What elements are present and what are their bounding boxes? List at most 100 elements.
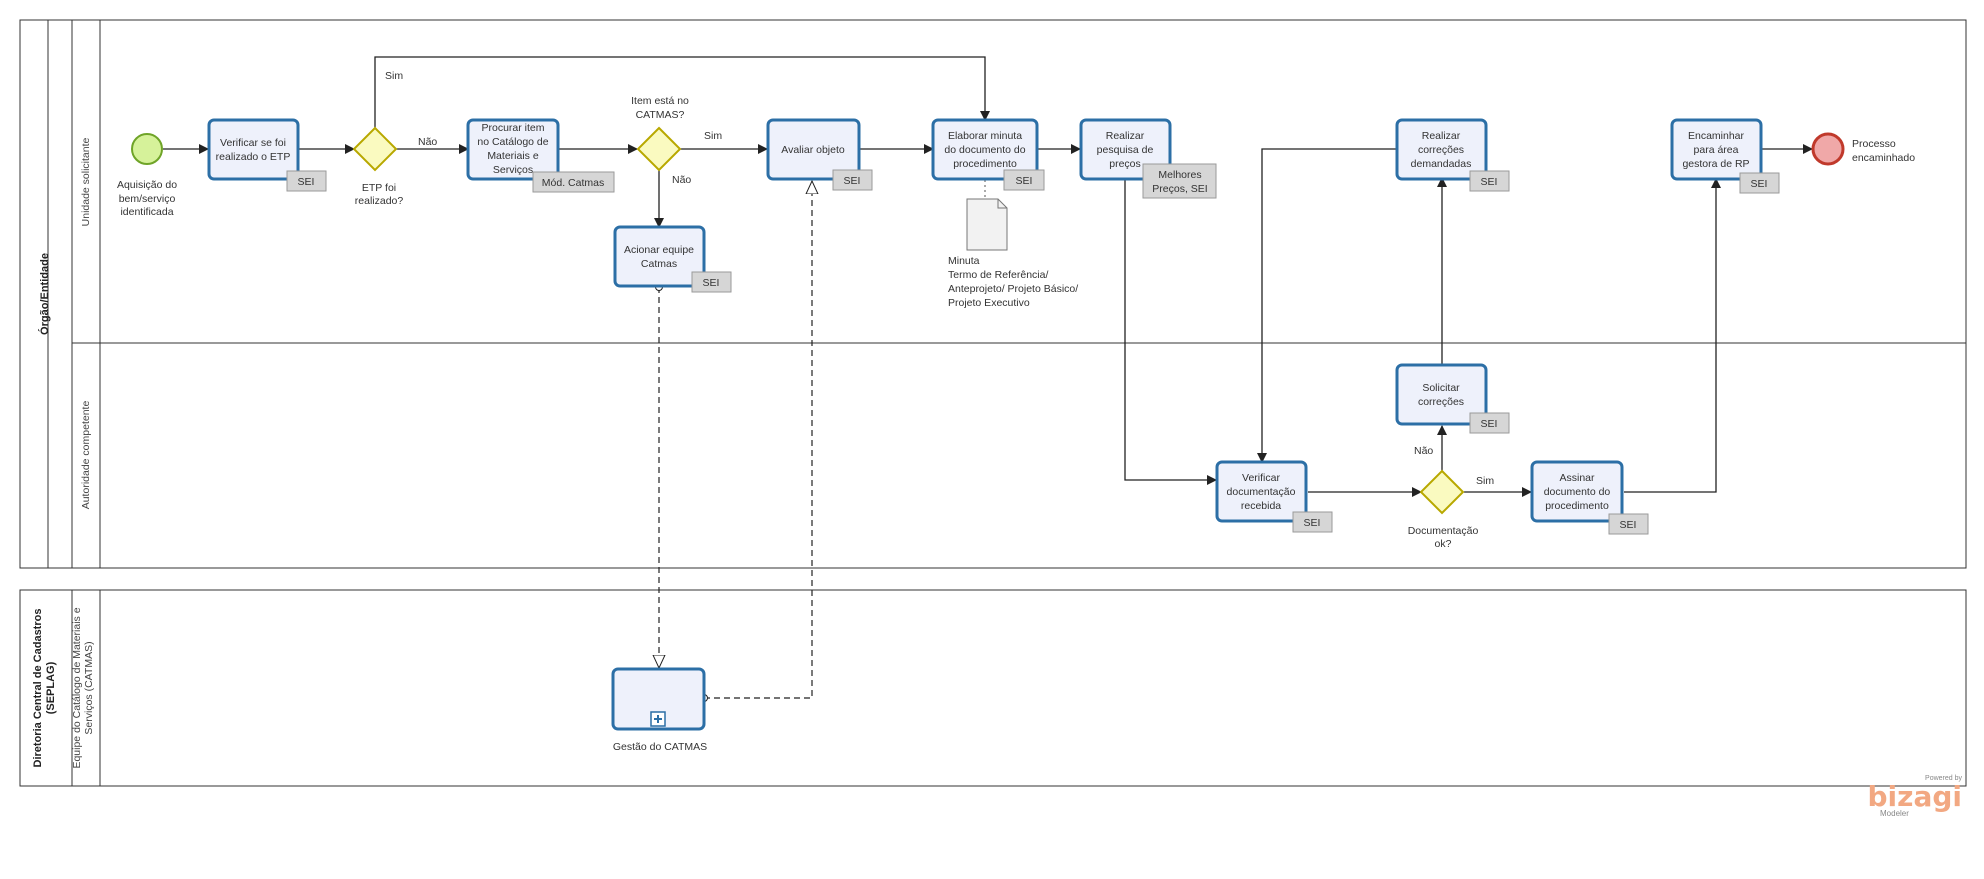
flow-gw-etp-sim bbox=[374, 56, 990, 128]
lane-title-unidade-solicitante: Unidade solicitante bbox=[80, 137, 92, 226]
gateway-etp-label-1: ETP foi bbox=[362, 182, 396, 194]
task-label: Realizar bbox=[1106, 130, 1145, 142]
gateway-etp[interactable]: ETP foi realizado? bbox=[352, 126, 404, 207]
sequence-flows bbox=[163, 56, 1813, 497]
flow-pesquisa-to-verificar-doc bbox=[1124, 179, 1217, 485]
start-event-label-2: bem/serviço bbox=[119, 193, 176, 205]
gateway-etp-label-2: realizado? bbox=[355, 195, 404, 207]
task-acionar-equipe[interactable]: Acionar equipe Catmas SEI bbox=[613, 225, 732, 293]
tag-sei: SEI bbox=[691, 271, 732, 293]
bizagi-logo: Powered by bizagi Modeler bbox=[1868, 775, 1963, 818]
task-label: Verificar se foi bbox=[220, 137, 286, 149]
tag-sei: SEI bbox=[1003, 169, 1045, 191]
task-label: Elaborar minuta bbox=[948, 130, 1022, 142]
artifact-label-4: Projeto Executivo bbox=[948, 297, 1030, 309]
task-label: Catmas bbox=[641, 258, 677, 270]
task-realizar-correcoes[interactable]: Realizar correções demandadas SEI bbox=[1395, 118, 1510, 192]
tag-label: Mód. Catmas bbox=[542, 177, 604, 189]
task-label: do documento do bbox=[944, 144, 1025, 156]
task-label: documentação bbox=[1227, 486, 1296, 498]
gateway-catmas-label-1: Item está no bbox=[631, 95, 689, 107]
flow-labels: Sim Não Sim Não Sim Não bbox=[385, 70, 1494, 487]
tag-label: SEI bbox=[298, 176, 315, 188]
tag-label: SEI bbox=[1481, 418, 1498, 430]
task-label: demandadas bbox=[1411, 158, 1472, 170]
flow-label-catmas-sim: Sim bbox=[704, 130, 722, 142]
tag-label: SEI bbox=[1620, 519, 1637, 531]
tag-melhores-precos: Melhores Preços, SEI bbox=[1142, 163, 1217, 199]
task-label: Procurar item bbox=[481, 122, 544, 134]
artifact-label-1: Minuta bbox=[948, 255, 980, 267]
artifact-label-3: Anteprojeto/ Projeto Básico/ bbox=[948, 283, 1078, 295]
task-solicitar-correcoes[interactable]: Solicitar correções SEI bbox=[1395, 363, 1510, 434]
gateway-catmas[interactable]: Item está no CATMAS? bbox=[631, 95, 689, 172]
task-label: Solicitar bbox=[1422, 382, 1460, 394]
tag-sei: SEI bbox=[1469, 170, 1510, 192]
flow-label-catmas-nao: Não bbox=[672, 174, 691, 186]
end-event[interactable]: Processo encaminhado bbox=[1811, 132, 1915, 166]
task-label: Realizar bbox=[1422, 130, 1461, 142]
task-verificar-etp[interactable]: Verificar se foi realizado o ETP SEI bbox=[207, 118, 327, 192]
task-label: Verificar bbox=[1242, 472, 1280, 484]
tag-sei: SEI bbox=[286, 170, 327, 192]
task-label: Serviços bbox=[493, 164, 533, 176]
task-procurar-item[interactable]: Procurar item no Catálogo de Materiais e… bbox=[466, 118, 615, 193]
task-label: Materiais e bbox=[487, 150, 539, 162]
start-event[interactable]: Aquisição do bem/serviço identificada bbox=[117, 133, 177, 218]
task-label: Acionar equipe bbox=[624, 244, 694, 256]
start-event-label-1: Aquisição do bbox=[117, 179, 177, 191]
tag-label: Preços, SEI bbox=[1152, 183, 1207, 195]
expand-icon[interactable] bbox=[650, 711, 666, 727]
gateway-documentacao-ok[interactable]: Documentação ok? bbox=[1408, 469, 1479, 550]
lane-title-catmas-line2: Serviços (CATMAS) bbox=[83, 641, 95, 734]
task-label: no Catálogo de bbox=[477, 136, 548, 148]
subprocess-label: Gestão do CATMAS bbox=[613, 741, 707, 753]
task-label: realizado o ETP bbox=[216, 151, 291, 163]
task-elaborar-minuta[interactable]: Elaborar minuta do documento do procedim… bbox=[931, 118, 1045, 191]
tag-label: SEI bbox=[844, 175, 861, 187]
tag-label: SEI bbox=[1481, 176, 1498, 188]
tag-label: Melhores bbox=[1158, 169, 1201, 181]
flow-label-doc-nao: Não bbox=[1414, 445, 1433, 457]
flow-label-etp-sim: Sim bbox=[385, 70, 403, 82]
gateway-doc-label-1: Documentação bbox=[1408, 525, 1479, 537]
task-realizar-pesquisa[interactable]: Realizar pesquisa de preços Melhores Pre… bbox=[1079, 118, 1217, 199]
lane-title-autoridade-competente: Autoridade competente bbox=[80, 401, 92, 510]
flow-label-etp-nao: Não bbox=[418, 136, 437, 148]
tag-label: SEI bbox=[1016, 175, 1033, 187]
task-label: documento do bbox=[1544, 486, 1611, 498]
pool-title-line1: Diretoria Central de Cadastros bbox=[32, 609, 44, 768]
pool-diretoria-cadastros: Diretoria Central de Cadastros (SEPLAG) … bbox=[19, 589, 1967, 787]
task-label: gestora de RP bbox=[1682, 158, 1749, 170]
task-avaliar-objeto[interactable]: Avaliar objeto SEI bbox=[766, 118, 873, 191]
tag-label: SEI bbox=[1751, 178, 1768, 190]
flow-label-doc-sim: Sim bbox=[1476, 475, 1494, 487]
task-verificar-documentacao[interactable]: Verificar documentação recebida SEI bbox=[1215, 460, 1333, 533]
task-label: Encaminhar bbox=[1688, 130, 1745, 142]
tag-sei: SEI bbox=[1469, 412, 1510, 434]
end-event-label-1: Processo bbox=[1852, 138, 1896, 150]
task-encaminhar[interactable]: Encaminhar para área gestora de RP SEI bbox=[1670, 118, 1780, 194]
document-icon bbox=[966, 198, 1008, 251]
message-gestao-to-avaliar bbox=[704, 181, 812, 698]
task-label: recebida bbox=[1241, 500, 1281, 512]
task-assinar-documento[interactable]: Assinar documento do procedimento SEI bbox=[1530, 460, 1649, 535]
tag-mod-catmas: Mód. Catmas bbox=[532, 171, 615, 193]
tag-sei: SEI bbox=[832, 169, 873, 191]
flow-assinar-to-encaminhar bbox=[1624, 178, 1721, 493]
tag-sei: SEI bbox=[1292, 511, 1333, 533]
task-label: Assinar bbox=[1559, 472, 1595, 484]
end-event-label-2: encaminhado bbox=[1852, 152, 1915, 164]
task-label: Avaliar objeto bbox=[781, 144, 845, 156]
start-event-label-3: identificada bbox=[120, 206, 173, 218]
pool-title: Órgão/Entidade bbox=[38, 253, 51, 335]
task-label: para área bbox=[1694, 144, 1739, 156]
task-label: preços bbox=[1109, 158, 1141, 170]
lane-title-catmas-line1: Equipe do Catálogo de Materiais e bbox=[71, 607, 83, 768]
subprocess-gestao-catmas[interactable]: Gestão do CATMAS bbox=[611, 667, 707, 753]
gateway-doc-label-2: ok? bbox=[1435, 538, 1452, 550]
data-object-minuta[interactable]: Minuta Termo de Referência/ Anteprojeto/… bbox=[948, 198, 1078, 309]
product-label: Modeler bbox=[1880, 809, 1909, 818]
flow-correcoes-to-verificar-doc bbox=[1257, 148, 1397, 463]
